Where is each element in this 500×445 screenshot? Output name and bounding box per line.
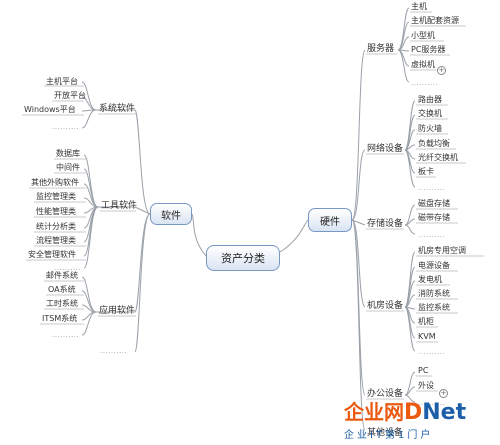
leaf-item[interactable]: 电源设备 bbox=[418, 261, 450, 270]
logo-net-text: Net bbox=[422, 400, 467, 425]
leaf-item[interactable]: 开放平台 bbox=[54, 91, 86, 100]
ellipsis-marker: .......... bbox=[54, 264, 82, 272]
leaf-item[interactable]: 交换机 bbox=[418, 109, 442, 118]
leaf-item[interactable]: 其他外购软件 bbox=[31, 178, 79, 187]
expand-icon[interactable]: + bbox=[437, 66, 446, 75]
leaf-item[interactable]: 监控系统 bbox=[418, 303, 450, 312]
ellipsis-marker: .......... bbox=[418, 231, 446, 239]
leaf-item[interactable]: 消防系统 bbox=[418, 289, 450, 298]
ellipsis-marker: .......... bbox=[418, 399, 446, 407]
category-network[interactable]: 网络设备 bbox=[367, 144, 404, 154]
logo-d-text: D bbox=[404, 400, 423, 425]
category-other[interactable]: 其他设备 bbox=[367, 428, 404, 438]
leaf-item[interactable]: 防火墙 bbox=[418, 124, 442, 133]
logo-tagline: 企业IT第1门户 bbox=[344, 430, 434, 441]
category-storage[interactable]: 存储设备 bbox=[367, 219, 404, 229]
leaf-item[interactable]: 机柜 bbox=[418, 317, 434, 326]
leaf-item[interactable]: Windows平台 bbox=[24, 105, 76, 114]
logo-wordmark: 企业网DNet bbox=[344, 400, 466, 425]
ellipsis-marker: .......... bbox=[418, 348, 446, 356]
leaf-item[interactable]: ITSM系统 bbox=[42, 314, 78, 323]
leaf-item[interactable]: PC bbox=[418, 366, 429, 375]
leaf-item[interactable]: 中间件 bbox=[56, 163, 80, 172]
category-tools-software[interactable]: 工具软件 bbox=[101, 201, 138, 211]
expand-icon[interactable]: + bbox=[439, 389, 448, 398]
leaf-item[interactable]: 工时系统 bbox=[46, 299, 78, 308]
watermark-logo: 企业网DNet 企业IT第1门户 bbox=[344, 400, 500, 445]
ellipsis-marker: .......... bbox=[411, 79, 439, 87]
leaf-item[interactable]: PC服务器 bbox=[411, 45, 446, 54]
leaf-item[interactable]: 虚拟机 bbox=[411, 60, 435, 69]
logo-cn-text: 企业网 bbox=[344, 400, 404, 424]
leaf-item[interactable]: 机房专用空调 bbox=[418, 246, 466, 255]
leaf-item[interactable]: 磁带存储 bbox=[418, 213, 450, 222]
ellipsis-marker: .......... bbox=[52, 331, 80, 339]
leaf-item[interactable]: 主机配套资源 bbox=[411, 16, 459, 25]
leaf-item[interactable]: 小型机 bbox=[411, 31, 435, 40]
ellipsis-marker: .......... bbox=[52, 123, 80, 131]
center-label: 资产分类 bbox=[221, 252, 265, 265]
leaf-item[interactable]: 监控管理类 bbox=[36, 192, 76, 201]
leaf-item[interactable]: 路由器 bbox=[418, 95, 442, 104]
center-node[interactable]: 资产分类 bbox=[206, 245, 280, 271]
leaf-item[interactable]: 板卡 bbox=[418, 167, 434, 176]
leaf-item[interactable]: 安全管理软件 bbox=[28, 250, 76, 259]
leaf-item[interactable]: 数据库 bbox=[56, 149, 80, 158]
ellipsis-marker: .......... bbox=[100, 347, 128, 355]
leaf-item[interactable]: 性能管理类 bbox=[36, 207, 76, 216]
category-machine-room[interactable]: 机房设备 bbox=[367, 301, 404, 311]
category-office[interactable]: 办公设备 bbox=[367, 389, 404, 399]
category-system-software[interactable]: 系统软件 bbox=[99, 104, 136, 114]
leaf-item[interactable]: 流程管理类 bbox=[36, 236, 76, 245]
leaf-item[interactable]: 外设 bbox=[418, 381, 434, 390]
software-label: 软件 bbox=[161, 210, 181, 222]
leaf-item[interactable]: OA系统 bbox=[48, 285, 76, 294]
leaf-item[interactable]: KVM bbox=[418, 332, 436, 341]
category-application-software[interactable]: 应用软件 bbox=[99, 306, 136, 316]
hardware-label: 硬件 bbox=[320, 216, 340, 228]
ellipsis-marker: .......... bbox=[418, 184, 446, 192]
leaf-item[interactable]: 主机平台 bbox=[46, 77, 78, 86]
leaf-item[interactable]: 主机 bbox=[411, 2, 427, 11]
leaf-item[interactable]: 负载均衡 bbox=[418, 139, 450, 148]
leaf-item[interactable]: 光纤交换机 bbox=[418, 153, 458, 162]
leaf-item[interactable]: 邮件系统 bbox=[46, 271, 78, 280]
category-server[interactable]: 服务器 bbox=[367, 44, 395, 54]
hardware-node[interactable]: 硬件 bbox=[308, 208, 352, 232]
leaf-item[interactable]: 磁盘存储 bbox=[418, 199, 450, 208]
leaf-item[interactable]: 发电机 bbox=[418, 275, 442, 284]
leaf-item[interactable]: 统计分析类 bbox=[36, 222, 76, 231]
software-node[interactable]: 软件 bbox=[150, 203, 192, 225]
